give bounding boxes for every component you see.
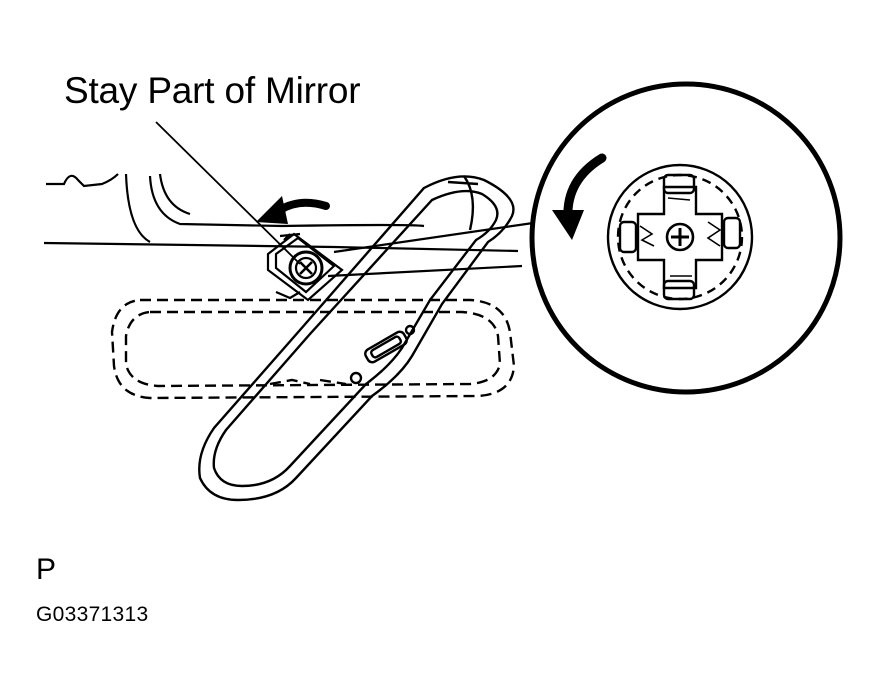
view-letter: P xyxy=(36,553,57,586)
figure-code: G03371313 xyxy=(36,603,149,626)
mirror-stay-mount xyxy=(266,232,344,302)
mirror-original-position-outline xyxy=(110,298,516,400)
callout-leader-line xyxy=(155,121,301,265)
phillips-screw-icon xyxy=(665,222,695,252)
curved-arrow-down-icon xyxy=(552,153,607,240)
stay-base-plate-detail xyxy=(606,163,754,311)
curved-arrow-left-icon xyxy=(256,196,330,224)
callout-label-stay-part: Stay Part of Mirror xyxy=(64,70,361,111)
detail-leader-lines xyxy=(327,220,541,278)
mirror-body-rotated xyxy=(198,175,515,502)
headliner-lines xyxy=(43,173,519,253)
